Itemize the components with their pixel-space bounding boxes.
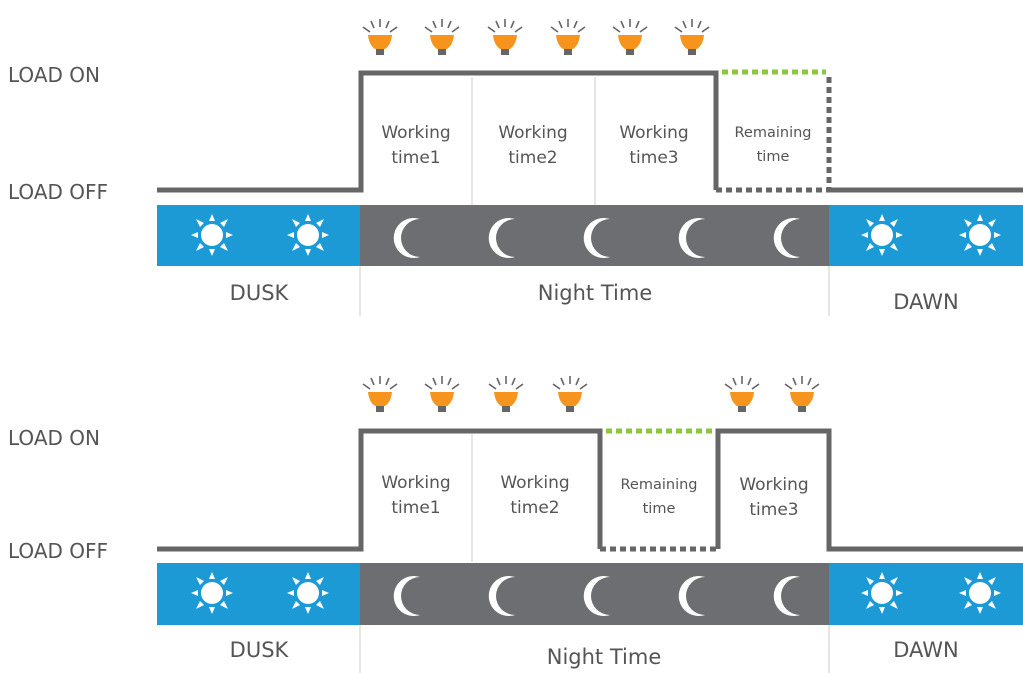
- segment-label: Working: [619, 123, 688, 143]
- dusk-band: [157, 205, 360, 266]
- cell-dividers: [471, 77, 596, 205]
- night-band: [360, 563, 829, 625]
- load-off-label: LOAD OFF: [8, 180, 108, 204]
- sun-icon: [191, 572, 233, 614]
- load-on-label: LOAD ON: [8, 426, 100, 450]
- sun-icon: [959, 572, 1001, 614]
- segment-label: time3: [749, 500, 798, 520]
- load-off-label: LOAD OFF: [8, 539, 108, 563]
- bulb-icon: [550, 18, 586, 56]
- segment-label: Working: [739, 475, 808, 495]
- segment-label: time: [643, 501, 676, 517]
- bulb-icon: [784, 375, 820, 413]
- dawn-label: DAWN: [893, 638, 959, 662]
- night-time-label: Night Time: [538, 281, 653, 305]
- load-waveform-second: [715, 428, 1023, 552]
- segment-label: Working: [498, 123, 567, 143]
- bulb-icon: [424, 375, 460, 413]
- bulb-icon: [552, 375, 588, 413]
- diagram-bottom: LOAD ON LOAD OFF Working time1 Working t…: [8, 375, 1023, 673]
- bulb-icon: [487, 18, 523, 56]
- night-time-label: Night Time: [547, 645, 662, 669]
- night-band: [360, 205, 829, 266]
- segment-label: Working: [500, 473, 569, 493]
- sun-icon: [959, 214, 1001, 256]
- sun-icon: [287, 572, 329, 614]
- segment-label: Working: [381, 473, 450, 493]
- sun-icon: [861, 214, 903, 256]
- load-waveform: [157, 428, 603, 552]
- bulb-icon: [488, 375, 524, 413]
- bulb-icon: [362, 18, 398, 56]
- bulb-icon: [724, 375, 760, 413]
- segment-label: time1: [391, 498, 440, 518]
- bulb-row: [362, 375, 820, 413]
- sun-icon: [191, 214, 233, 256]
- load-waveform: [157, 70, 719, 193]
- dusk-band: [157, 563, 360, 625]
- bulb-icon: [362, 375, 398, 413]
- dusk-label: DUSK: [230, 638, 290, 662]
- dawn-label: DAWN: [893, 290, 959, 314]
- segment-label: Working: [381, 123, 450, 143]
- segment-label: time2: [508, 148, 557, 168]
- load-on-label: LOAD ON: [8, 63, 100, 87]
- segment-label: Remaining: [621, 477, 698, 493]
- dawn-band: [829, 563, 1023, 625]
- diagram-top: LOAD ON LOAD OFF Working time1 Working t…: [8, 18, 1023, 316]
- dusk-label: DUSK: [230, 281, 290, 305]
- segment-label: time: [757, 149, 790, 165]
- sun-icon: [861, 572, 903, 614]
- period-dividers: [359, 266, 830, 316]
- segment-label: time1: [391, 148, 440, 168]
- sun-icon: [287, 214, 329, 256]
- bulb-icon: [612, 18, 648, 56]
- bulb-icon: [424, 18, 460, 56]
- bulb-row: [362, 18, 710, 56]
- segment-label: time3: [629, 148, 678, 168]
- dawn-band: [829, 205, 1023, 266]
- bulb-icon: [674, 18, 710, 56]
- segment-label: time2: [510, 498, 559, 518]
- period-dividers: [359, 625, 830, 673]
- segment-label: Remaining: [735, 125, 812, 141]
